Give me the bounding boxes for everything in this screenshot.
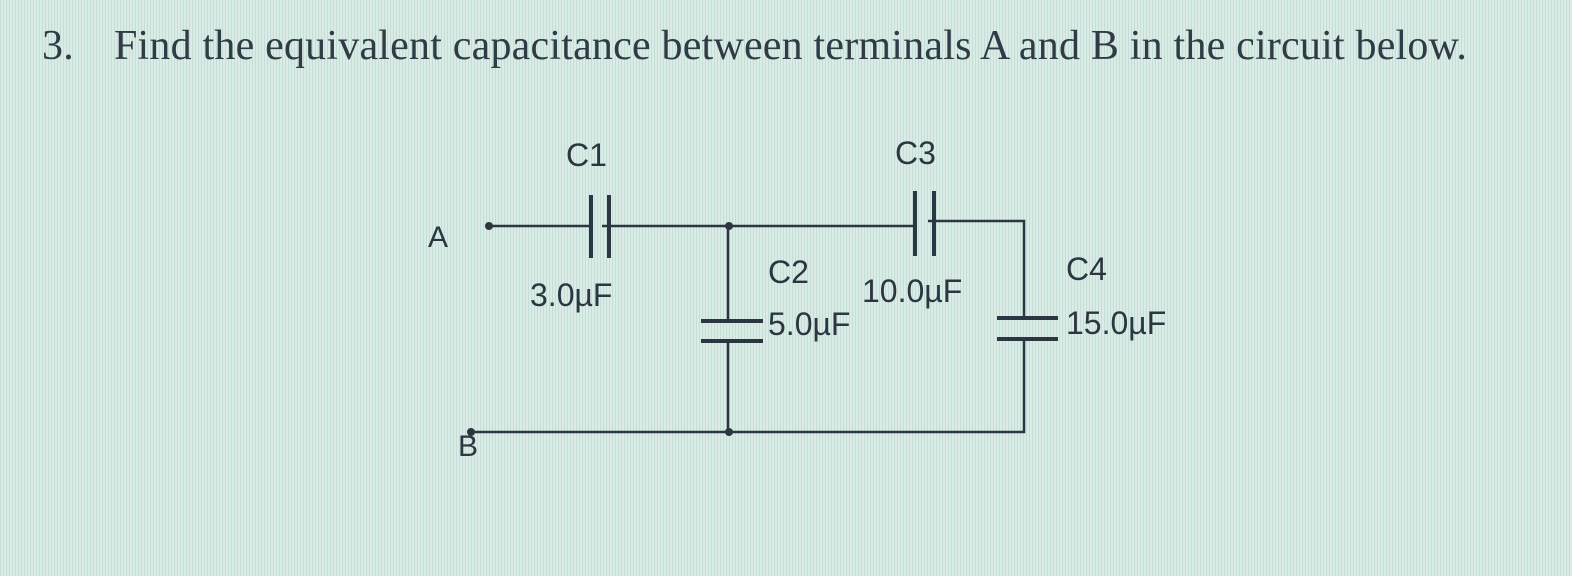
- wires: [472, 219, 1026, 434]
- c3-value-label: 10.0µF: [862, 273, 962, 309]
- capacitor-c3: [913, 191, 936, 256]
- c4-value-label: 15.0µF: [1066, 305, 1166, 341]
- terminal-b-dot: [467, 428, 475, 436]
- question-number: 3.: [42, 23, 74, 69]
- question-prompt: Find the equivalent capacitance between …: [114, 23, 1468, 69]
- terminal-a-dot: [485, 222, 493, 230]
- capacitor-c2: [701, 319, 763, 343]
- c3-name-label: C3: [895, 135, 936, 171]
- junction-bottom-dot: [725, 428, 733, 436]
- terminal-b-label: B: [458, 430, 478, 463]
- c1-name-label: C1: [566, 137, 607, 173]
- junction-top-dot: [725, 222, 733, 230]
- c2-name-label: C2: [768, 254, 809, 290]
- wire-c3-to-c4: [928, 219, 1026, 319]
- wire-c4-to-b: [472, 338, 1026, 434]
- capacitor-c1: [589, 195, 611, 258]
- c4-name-label: C4: [1066, 251, 1107, 287]
- capacitor-c4: [997, 316, 1058, 341]
- question-text: 3. Find the equivalent capacitance betwee…: [42, 22, 1467, 70]
- c2-value-label: 5.0µF: [768, 306, 850, 342]
- c1-value-label: 3.0µF: [530, 277, 612, 313]
- terminal-a-label: A: [428, 221, 448, 254]
